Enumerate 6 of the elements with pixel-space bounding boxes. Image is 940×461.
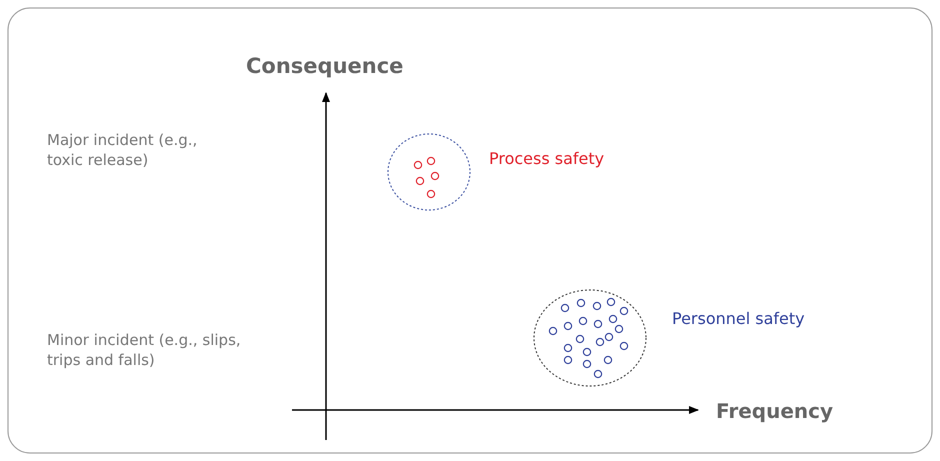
axis-level-label: Major incident (e.g., toxic release): [47, 130, 198, 170]
axis-title: Consequence: [246, 53, 404, 80]
axis-level-label: Minor incident (e.g., slips, trips and falls): [47, 330, 242, 370]
axis-title: Frequency: [716, 398, 834, 425]
cluster-label: Process safety: [489, 148, 604, 170]
cluster-label: Personnel safety: [672, 308, 805, 330]
